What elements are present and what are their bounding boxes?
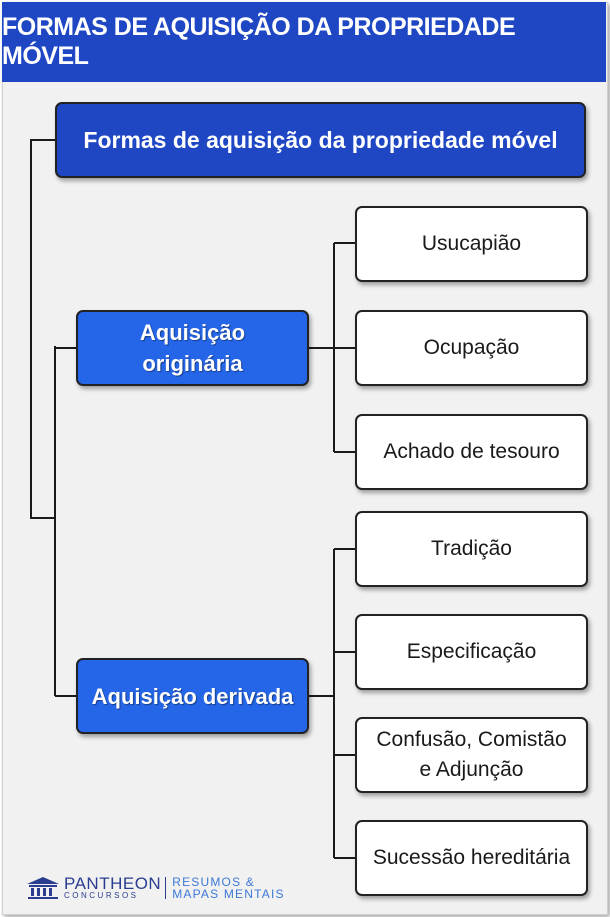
category-node-originaria: Aquisição originária — [76, 310, 309, 386]
leaf-node-ocupacao: Ocupação — [355, 310, 588, 386]
leaf-node-especificacao: Especificação — [355, 614, 588, 690]
leaf-node-label: Especificação — [406, 640, 537, 663]
leaf-node-achado-de-tesouro: Achado de tesouro — [355, 414, 588, 490]
page-title-text: FORMAS DE AQUISIÇÃO DA PROPRIEDADE MÓVEL — [2, 13, 516, 70]
tagline-line: MAPAS MENTAIS — [172, 887, 285, 901]
brand-footer: PANTHEON CONCURSOS RESUMOS & MAPAS MENTA… — [26, 874, 285, 902]
brand-tagline: RESUMOS & MAPAS MENTAIS — [172, 876, 285, 900]
page-title: FORMAS DE AQUISIÇÃO DA PROPRIEDADE MÓVEL — [2, 2, 606, 82]
leaf-node-label: Achado de tesouro — [383, 440, 560, 463]
leaf-node-label: Tradição — [431, 537, 512, 560]
leaf-node-usucapiao: Usucapião — [355, 206, 588, 282]
leaf-node-confusao-comistao-adjuncao: Confusão, Comistão e Adjunção — [355, 717, 588, 793]
connector-root — [30, 139, 55, 519]
temple-logo-icon — [27, 877, 59, 899]
tagline-line: RESUMOS & — [172, 875, 256, 889]
category-label-line: originária — [142, 351, 243, 376]
root-node: Formas de aquisição da propriedade móvel — [55, 102, 586, 178]
leaf-node-sucessao-hereditaria: Sucessão hereditária — [355, 820, 588, 896]
leaf-node-tradicao: Tradição — [355, 511, 588, 587]
category-label-line: Aquisição — [139, 320, 246, 345]
category-node-label: Aquisição originária — [140, 317, 245, 379]
leaf-label-line: e Adjunção — [419, 758, 524, 781]
leaf-node-label: Sucessão hereditária — [372, 846, 571, 869]
category-node-label: Aquisição derivada — [91, 683, 294, 709]
brand-name: PANTHEON — [64, 874, 162, 893]
leaf-node-label: Ocupação — [423, 336, 520, 359]
brand-wordmark: PANTHEON CONCURSOS — [64, 874, 162, 900]
root-node-label: Formas de aquisição da propriedade móvel — [83, 126, 558, 153]
leaf-node-label: Usucapião — [421, 232, 522, 255]
leaf-node-label: Confusão, Comistão e Adjunção — [376, 725, 566, 785]
category-node-derivada: Aquisição derivada — [76, 658, 309, 734]
brand-subtitle: CONCURSOS — [64, 891, 139, 900]
brand-divider — [165, 877, 167, 899]
leaf-label-line: Confusão, Comistão — [376, 728, 567, 751]
